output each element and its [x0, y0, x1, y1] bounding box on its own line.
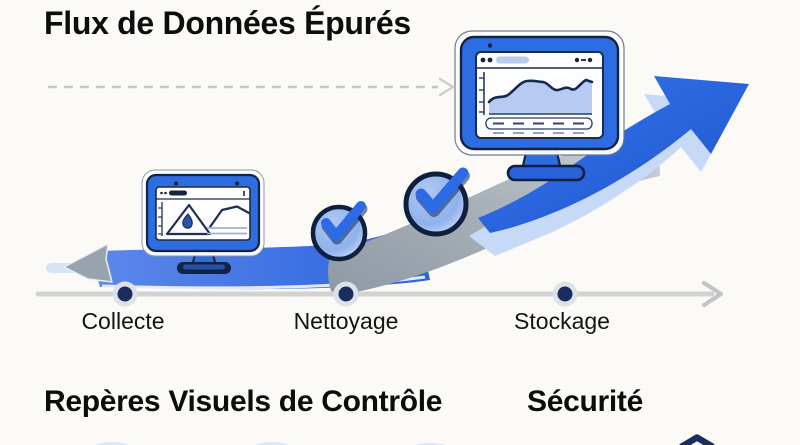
timeline-label-stockage: Stockage	[514, 308, 610, 334]
page-title: Flux de Données Épurés	[44, 5, 411, 41]
pale-circle-icon	[94, 442, 130, 445]
timeline-dot-stockage	[552, 281, 578, 307]
gray-left-arrowhead-icon	[63, 243, 113, 283]
dashed-arrow-line-icon	[48, 77, 455, 97]
timeline-arrowhead-icon	[701, 280, 724, 308]
blue-growth-arrow-icon	[478, 76, 749, 233]
timeline-dot-collecte	[112, 281, 138, 307]
monitor-line-chart-icon	[141, 169, 265, 274]
timeline-label-nettoyage: Nettoyage	[293, 308, 399, 334]
timeline-label-collecte: Collecte	[81, 308, 165, 334]
check-circle-icon	[310, 201, 368, 262]
monitor-area-chart-icon	[454, 30, 625, 182]
timeline-dot-nettoyage	[333, 281, 359, 307]
section-heading-left: Repères Visuels de Contrôle	[44, 385, 443, 418]
check-circle-icon	[403, 167, 470, 237]
timeline	[35, 280, 724, 308]
shield-icon	[679, 434, 715, 445]
pale-circle-icon	[254, 442, 290, 445]
bottom-cutoff-shapes	[94, 434, 715, 445]
section-heading-right: Sécurité	[527, 385, 643, 418]
